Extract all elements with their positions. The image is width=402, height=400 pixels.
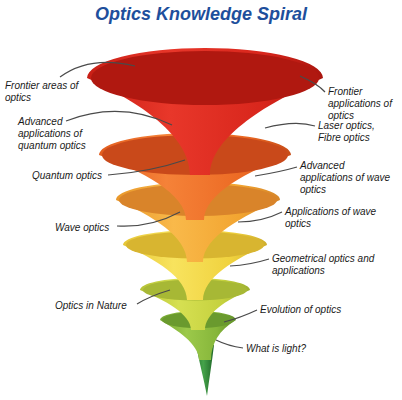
callout-label: Applications of wave optics: [285, 206, 395, 230]
callout-wrap: Applications of wave optics: [285, 206, 395, 230]
callout-wrap: Advanced applications of wave optics: [300, 160, 395, 196]
diagram-title: Optics Knowledge Spiral: [0, 4, 402, 25]
callout-wrap: Geometrical optics and applications: [272, 253, 392, 277]
callout-wrap: Evolution of optics: [260, 304, 360, 316]
leader-line: [255, 167, 297, 176]
callout-wrap: Frontier applications of optics: [328, 86, 396, 122]
callout-wrap: Advanced applications of quantum optics: [18, 116, 98, 152]
callout-wrap: Wave optics: [55, 222, 115, 234]
callout-label: Frontier areas of optics: [5, 80, 83, 104]
title-wrap: Optics Knowledge Spiral: [0, 4, 402, 25]
callout-label: Quantum optics: [32, 170, 108, 182]
leader-line: [117, 212, 180, 226]
callout-label: Geometrical optics and applications: [272, 253, 392, 277]
leader-line: [300, 76, 325, 92]
leader-line: [60, 62, 135, 77]
callout-wrap: Laser optics, Fibre optics: [318, 120, 396, 144]
callout-label: Frontier applications of optics: [328, 86, 396, 122]
callout-wrap: Quantum optics: [32, 170, 108, 182]
callout-wrap: Optics in Nature: [55, 300, 135, 312]
leader-line: [224, 310, 257, 322]
leader-line: [230, 259, 269, 266]
callout-label: What is light?: [246, 343, 336, 355]
callout-label: Optics in Nature: [55, 300, 135, 312]
leader-line: [265, 123, 315, 128]
leader-line: [216, 340, 243, 348]
callout-label: Wave optics: [55, 222, 115, 234]
leader-line: [238, 212, 282, 222]
leader-line: [66, 111, 172, 125]
callout-label: Advanced applications of quantum optics: [18, 116, 98, 152]
callout-wrap: What is light?: [246, 343, 336, 355]
callout-label: Laser optics, Fibre optics: [318, 120, 396, 144]
callout-label: Evolution of optics: [260, 304, 360, 316]
leader-line: [108, 160, 185, 175]
callout-wrap: Frontier areas of optics: [5, 80, 83, 104]
spiral-rim: [91, 51, 319, 105]
leader-line: [137, 290, 170, 304]
callout-label: Advanced applications of wave optics: [300, 160, 395, 196]
